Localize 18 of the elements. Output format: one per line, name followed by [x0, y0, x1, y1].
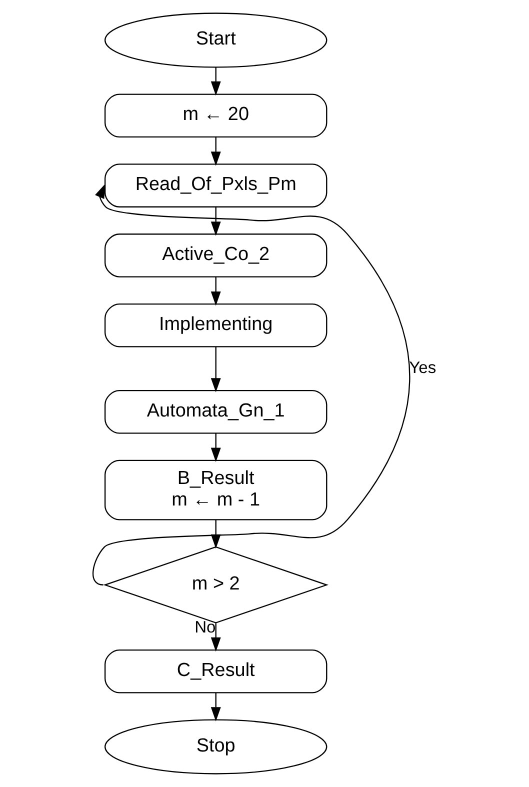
node-ellipse: Start	[104, 12, 328, 68]
node-box: B_Result m ← m - 1	[104, 460, 328, 520]
arrow	[210, 276, 221, 306]
node-box: Active_Co_2	[104, 234, 328, 278]
node-box: Implementing	[104, 303, 328, 348]
arrow	[210, 433, 221, 462]
arrow	[210, 346, 221, 392]
arrow	[210, 67, 221, 96]
arrow	[210, 207, 221, 236]
arrow	[210, 137, 221, 166]
node-box: m ← 20	[104, 94, 328, 138]
node-box: Read_Of_Pxls_Pm	[104, 164, 328, 208]
arrow	[92, 184, 410, 586]
node-ellipse: Stop	[104, 719, 328, 774]
arrow	[210, 623, 221, 652]
node-box: Automata_Gn_1	[104, 390, 328, 434]
node-box: C_Result	[104, 649, 328, 694]
arrow	[210, 692, 221, 722]
